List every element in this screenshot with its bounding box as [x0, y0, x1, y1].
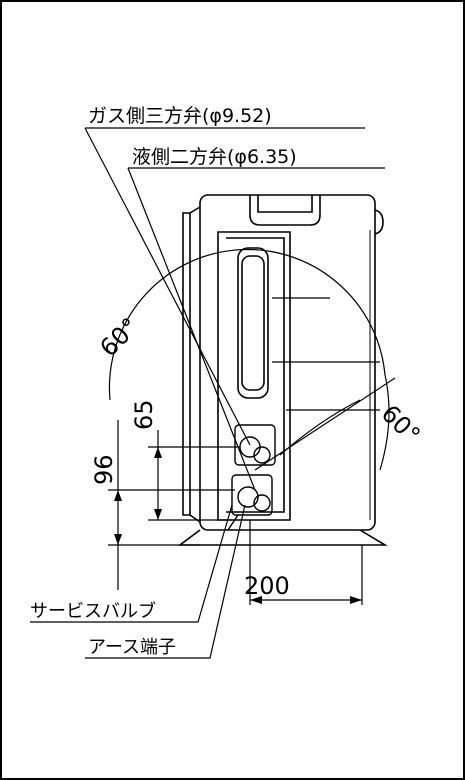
angle-arc-lower [379, 374, 390, 471]
dim-65-label: 65 [130, 399, 158, 430]
service-valve-label: サービスバルブ [30, 600, 156, 622]
angle-lower-label: 60° [376, 399, 426, 449]
gas-valve-leader [84, 127, 251, 446]
liquid-valve-label: 液側二方弁(φ6.35) [132, 146, 297, 168]
earth-terminal-label: アース端子 [88, 637, 176, 658]
liquid-valve-port [237, 486, 259, 508]
angle-arc-upper [108, 248, 386, 401]
service-valve-leader [30, 504, 233, 623]
gas-valve-label: ガス側三方弁(φ9.52) [88, 105, 272, 127]
dim-200-label: 200 [244, 572, 290, 600]
unit-base [177, 529, 388, 546]
rear-panel [182, 212, 191, 516]
earth-terminal-leader [85, 504, 246, 659]
grip-slot [237, 247, 269, 399]
carry-handle [249, 195, 321, 226]
valve-cover [217, 231, 291, 521]
liquid-valve-leader [127, 167, 256, 491]
angle-upper-label: 60° [94, 312, 144, 362]
gas-valve-port [239, 436, 261, 458]
dim-96-label: 96 [90, 454, 118, 485]
